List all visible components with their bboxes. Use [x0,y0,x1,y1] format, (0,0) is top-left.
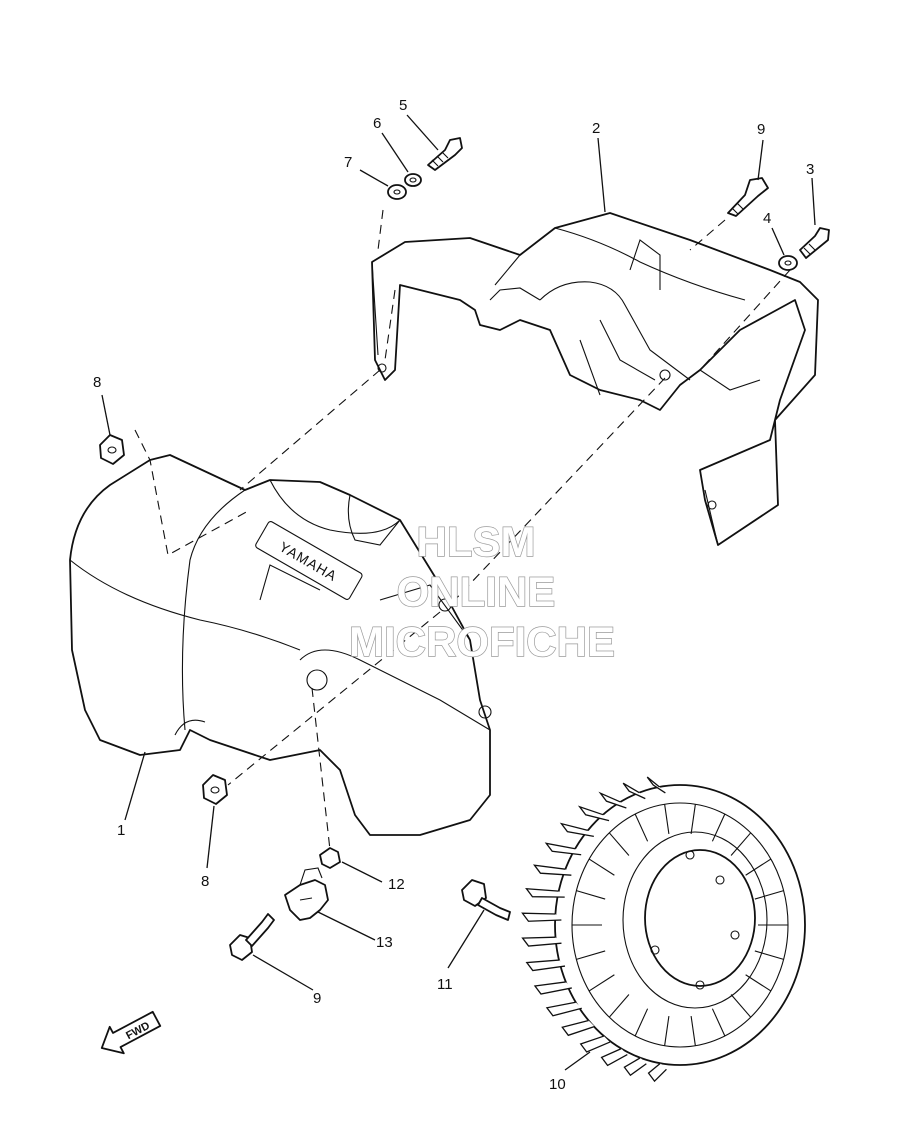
callout-8-top: 8 [93,374,101,391]
fan-fin [754,890,784,900]
callout-9-top: 9 [757,121,765,138]
watermark: HLSM ONLINE MICROFICHE [348,517,615,665]
callout-numbers: 1 2 3 4 5 6 7 8 8 9 9 10 11 12 13 [93,97,814,1093]
fan-fin [690,804,696,835]
bolt-part-5[interactable] [427,137,463,171]
fan-outer-blade [533,981,572,995]
watermark-line-1: HLSM [417,518,536,565]
fan-outer-blade [559,822,594,838]
fan-outer-blade [521,912,562,922]
watermark-line-2: ONLINE [397,568,556,615]
flywheel-fan-part-10[interactable] [521,776,806,1083]
fan-fin [664,804,670,835]
fan-fin [588,974,615,992]
callout-8-bottom: 8 [201,873,209,890]
washer-part-6[interactable] [404,173,422,187]
washer-part-4[interactable] [778,255,798,271]
watermark-line-3: MICROFICHE [349,618,615,665]
fan-outer-blade [623,1057,647,1077]
fan-outer-blade [521,936,562,947]
fan-outer-blade [646,776,666,794]
callout-7: 7 [344,154,352,171]
assembly-dashed-lines [134,209,791,851]
callout-12: 12 [388,876,405,893]
fan-outer-blade [545,1001,582,1017]
fan-fin [634,1008,649,1037]
fan-fin [576,950,606,960]
callout-2: 2 [592,120,600,137]
fan-outer-blade [622,782,646,800]
fan-fin [754,950,784,960]
fan-fin [664,1015,670,1046]
fan-outer-blade [525,887,565,898]
fan-outer-blade [579,1035,611,1053]
fan-fin [730,994,752,1018]
callout-6: 6 [373,115,381,132]
fan-outer-blade [561,1019,595,1037]
fan-fin [576,890,606,900]
fan-fin [608,832,630,856]
bolt-part-9-bottom[interactable] [229,913,275,961]
callout-1: 1 [117,822,125,839]
fan-outer-blade [544,842,582,856]
callout-10: 10 [549,1076,566,1093]
upper-shroud-part-2[interactable] [371,212,819,546]
bolt-part-9-top[interactable] [727,177,769,217]
fan-fin [745,974,772,992]
fan-outer-blade [577,805,610,822]
fan-fin [608,994,630,1018]
fan-fin [588,858,615,876]
fan-outer-blade [598,791,627,809]
fan-fin [711,813,726,842]
callout-leader-lines [101,114,816,1071]
callout-4: 4 [763,210,771,227]
clip-part-13[interactable] [284,867,329,921]
washer-part-7[interactable] [387,184,407,200]
callout-11: 11 [437,976,453,993]
fan-outer-blade [532,864,572,876]
bolt-part-11[interactable] [461,879,511,921]
fan-fin [690,1015,696,1046]
callout-3: 3 [806,161,814,178]
nut-part-8-top[interactable] [99,434,125,465]
fan-outer-blade [647,1062,667,1083]
fan-outer-blade [600,1048,628,1067]
collar-part-12[interactable] [319,847,341,869]
callout-5: 5 [399,97,407,114]
fan-outer-blade [525,959,566,972]
fwd-arrow-label: FWD [124,1020,152,1042]
lower-shroud-part-1[interactable]: YAMAHA [69,454,492,836]
callout-13: 13 [376,934,393,951]
fan-fin [634,813,649,842]
fan-fin [730,832,752,856]
fan-fin [745,858,772,876]
screw-part-3[interactable] [799,227,830,259]
fan-fin [711,1008,726,1037]
nut-part-8-bottom[interactable] [202,774,228,805]
callout-9-bottom: 9 [313,990,321,1007]
fwd-arrow-icon: FWD [100,1010,162,1055]
